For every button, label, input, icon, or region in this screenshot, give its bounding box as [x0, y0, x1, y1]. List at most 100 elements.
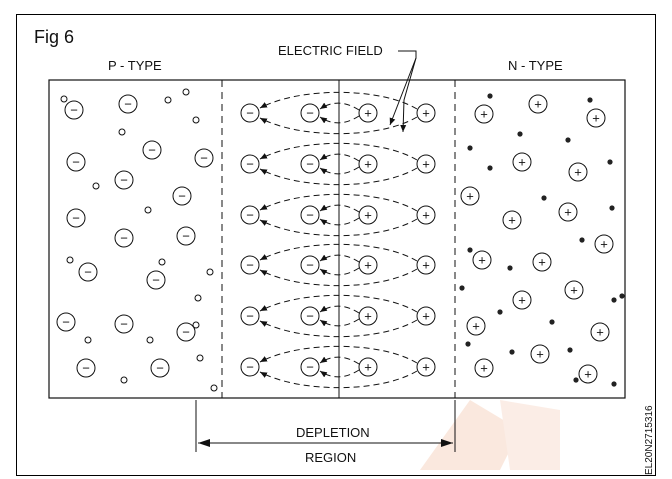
- svg-text:+: +: [364, 106, 372, 121]
- depletion-ions: −−++−−++−−++−−++−−++−−++: [241, 104, 435, 376]
- hole: [121, 377, 127, 383]
- svg-text:−: −: [306, 360, 314, 375]
- electron: [541, 195, 546, 200]
- svg-text:−: −: [246, 208, 254, 223]
- acceptor-ion: −: [57, 313, 75, 331]
- svg-text:−: −: [246, 309, 254, 324]
- acceptor-ion: −: [177, 323, 195, 341]
- svg-text:−: −: [246, 360, 254, 375]
- electric-field-label: ELECTRIC FIELD: [278, 43, 383, 58]
- electron: [609, 205, 614, 210]
- depletion-positive-ion: +: [417, 358, 435, 376]
- acceptor-ion: −: [67, 153, 85, 171]
- donor-ion: +: [579, 365, 597, 383]
- acceptor-ion: −: [151, 359, 169, 377]
- depletion-positive-ion: +: [359, 155, 377, 173]
- electron: [587, 97, 592, 102]
- electron: [573, 377, 578, 382]
- svg-text:+: +: [364, 258, 372, 273]
- svg-text:+: +: [422, 106, 430, 121]
- depletion-positive-ion: +: [359, 256, 377, 274]
- depletion-positive-ion: +: [417, 155, 435, 173]
- hole: [85, 337, 91, 343]
- svg-text:+: +: [422, 360, 430, 375]
- donor-ion: +: [503, 211, 521, 229]
- svg-text:−: −: [200, 151, 208, 166]
- donor-ion: +: [475, 105, 493, 123]
- depletion-negative-ion: −: [241, 256, 259, 274]
- donor-ion: +: [529, 95, 547, 113]
- svg-text:+: +: [574, 165, 582, 180]
- svg-text:−: −: [120, 231, 128, 246]
- acceptor-ion: −: [79, 263, 97, 281]
- svg-text:−: −: [306, 208, 314, 223]
- hole: [211, 385, 217, 391]
- donor-ion: +: [461, 187, 479, 205]
- donor-ion: +: [467, 317, 485, 335]
- electron: [487, 93, 492, 98]
- acceptor-ion: −: [115, 171, 133, 189]
- donor-ion: +: [565, 281, 583, 299]
- depletion-negative-ion: −: [301, 206, 319, 224]
- svg-text:−: −: [306, 258, 314, 273]
- donor-ion: +: [513, 291, 531, 309]
- svg-text:−: −: [306, 309, 314, 324]
- depletion-negative-ion: −: [241, 155, 259, 173]
- svg-text:+: +: [596, 325, 604, 340]
- acceptor-ion: −: [177, 227, 195, 245]
- svg-text:−: −: [120, 317, 128, 332]
- watermark: [420, 400, 560, 470]
- svg-text:−: −: [120, 173, 128, 188]
- svg-text:−: −: [246, 258, 254, 273]
- n-type-label: N - TYPE: [508, 58, 563, 73]
- field-leader-bracket: [398, 51, 416, 58]
- donor-ion: +: [475, 359, 493, 377]
- depletion-positive-ion: +: [359, 307, 377, 325]
- hole: [183, 89, 189, 95]
- svg-text:−: −: [152, 273, 160, 288]
- depletion-label-line1: DEPLETION: [296, 425, 370, 440]
- svg-text:−: −: [148, 143, 156, 158]
- svg-text:+: +: [466, 189, 474, 204]
- svg-text:−: −: [246, 106, 254, 121]
- svg-text:+: +: [508, 213, 516, 228]
- svg-text:−: −: [82, 361, 90, 376]
- depletion-label-line2: REGION: [305, 450, 356, 465]
- depletion-positive-ion: +: [417, 206, 435, 224]
- depletion-negative-ion: −: [241, 104, 259, 122]
- acceptor-ion: −: [147, 271, 165, 289]
- depletion-negative-ion: −: [301, 256, 319, 274]
- depletion-negative-ion: −: [301, 104, 319, 122]
- svg-text:−: −: [182, 325, 190, 340]
- hole: [193, 322, 199, 328]
- electron: [465, 341, 470, 346]
- depletion-negative-ion: −: [241, 307, 259, 325]
- field-leader-right: [403, 58, 416, 132]
- acceptor-ion: −: [65, 101, 83, 119]
- svg-text:+: +: [364, 157, 372, 172]
- hole: [195, 295, 201, 301]
- svg-text:−: −: [84, 265, 92, 280]
- depletion-positive-ion: +: [417, 307, 435, 325]
- svg-text:+: +: [364, 309, 372, 324]
- electron: [607, 159, 612, 164]
- hole: [61, 96, 67, 102]
- svg-text:+: +: [480, 361, 488, 376]
- svg-text:+: +: [518, 155, 526, 170]
- electron: [579, 237, 584, 242]
- depletion-negative-ion: −: [241, 206, 259, 224]
- donor-ion: +: [513, 153, 531, 171]
- svg-text:+: +: [364, 360, 372, 375]
- svg-text:−: −: [72, 211, 80, 226]
- acceptor-ion: −: [119, 95, 137, 113]
- donor-ion: +: [473, 251, 491, 269]
- svg-text:+: +: [422, 309, 430, 324]
- svg-text:+: +: [538, 255, 546, 270]
- svg-text:+: +: [518, 293, 526, 308]
- depletion-negative-ion: −: [301, 358, 319, 376]
- hole: [93, 183, 99, 189]
- acceptor-ion: −: [77, 359, 95, 377]
- hole: [67, 257, 73, 263]
- svg-text:+: +: [534, 97, 542, 112]
- hole: [197, 355, 203, 361]
